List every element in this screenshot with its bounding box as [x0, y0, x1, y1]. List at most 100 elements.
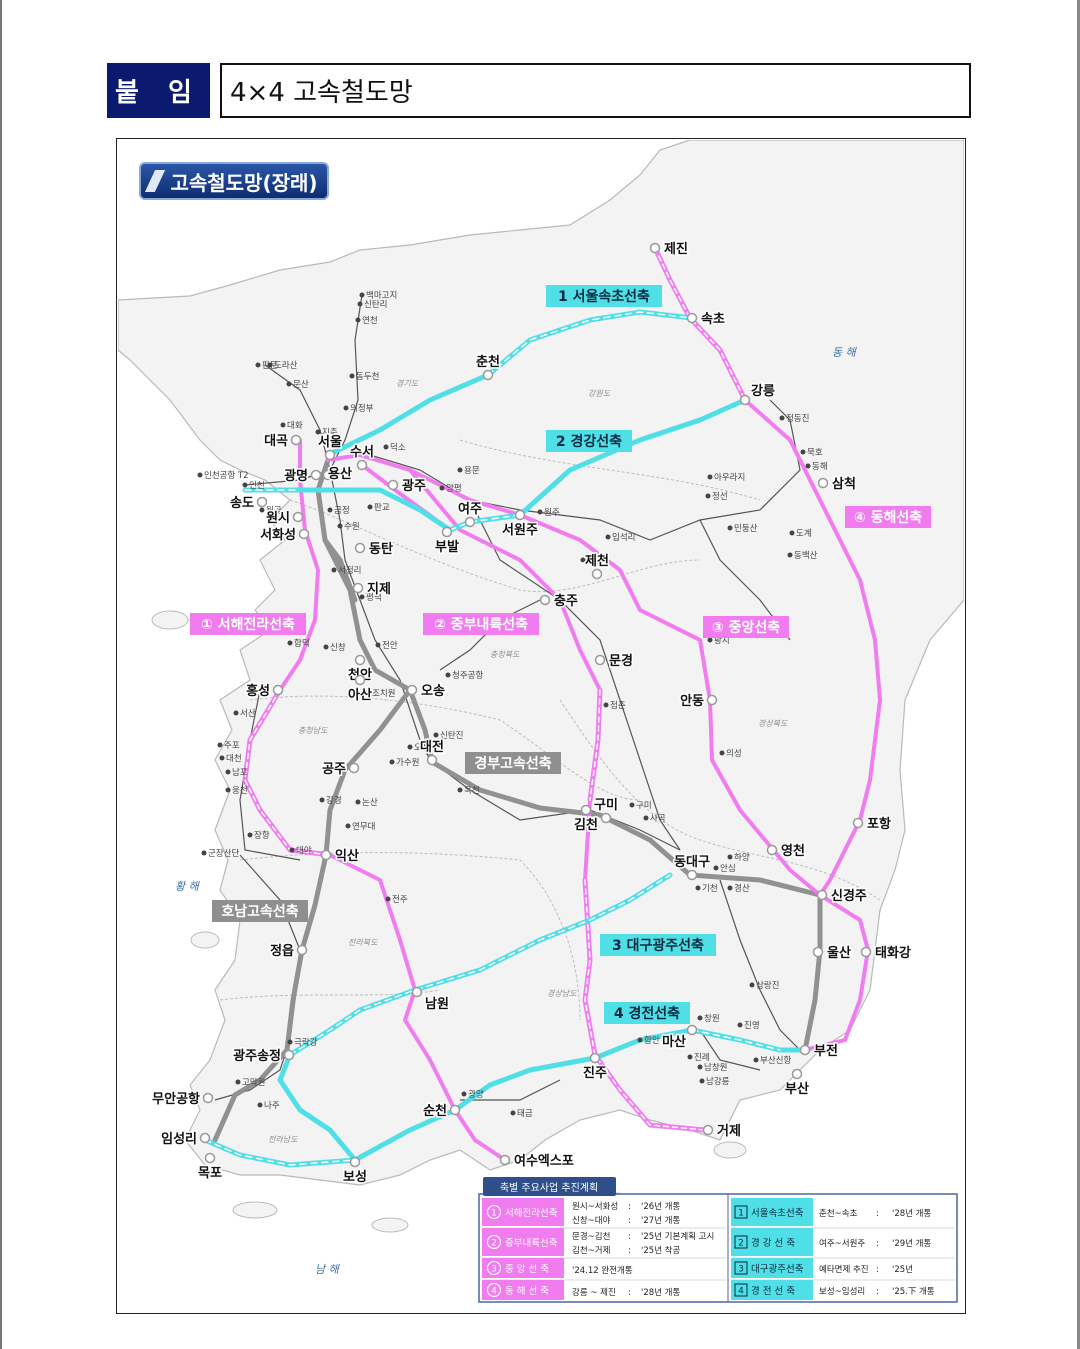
minor-station-dot [697, 1015, 703, 1021]
minor-station-label: 삼랑진 [756, 980, 779, 991]
slash-icon [145, 170, 166, 192]
major-station-marker [356, 459, 368, 471]
major-station-marker [199, 1132, 211, 1144]
major-station-marker [348, 762, 360, 774]
major-station-label: 홍성 [246, 683, 270, 699]
major-station-label: 서화성 [260, 527, 296, 543]
minor-station-label: 경산 [734, 883, 750, 894]
minor-station-dot [637, 1037, 643, 1043]
minor-station-dot [407, 744, 413, 750]
minor-station-label: 황지 [714, 635, 730, 646]
minor-station-dot [359, 292, 365, 298]
minor-station-dot [727, 525, 733, 531]
major-station-label: 여수엑스포 [514, 1153, 574, 1169]
minor-station-dot [287, 1039, 293, 1045]
minor-station-dot [385, 896, 391, 902]
minor-station-label: 의성 [726, 748, 742, 759]
major-station-marker [272, 684, 284, 696]
line-label-jungbu_naeryuk: ② 중부내륙선축 [434, 617, 528, 633]
minor-station-label: 조치원 [372, 689, 395, 699]
legend-colon: : [628, 1232, 631, 1242]
minor-station-label: 입석리 [612, 532, 635, 543]
legend-axis-name: 서울속초선축 [751, 1208, 804, 1219]
major-station-label: 임성리 [161, 1131, 197, 1147]
line-label-gyeongjeon: 4 경전선축 [614, 1005, 680, 1022]
minor-station-label: 서산 [240, 708, 256, 719]
minor-station-label: 정선 [712, 491, 728, 502]
legend-num: 1 [491, 1209, 497, 1219]
legend-plan: '25.下 개통 [892, 1286, 935, 1297]
minor-station-dot [707, 474, 713, 480]
legend-route: 신창~대야 [572, 1215, 611, 1226]
minor-station-label: 전주 [392, 894, 408, 905]
minor-station-label: 신창 [330, 643, 346, 653]
major-station-label: 신경주 [831, 888, 867, 904]
honam-line [212, 687, 413, 1143]
line-label-honam: 호남고속선축 [221, 903, 298, 920]
major-station-marker [298, 528, 310, 540]
major-station-marker [812, 946, 824, 958]
minor-station-label: 동두천 [356, 371, 379, 382]
minor-station-label: 아우라지 [714, 472, 745, 483]
major-station-marker [852, 817, 864, 829]
minor-station-label: 태금 [517, 1109, 533, 1119]
minor-station-dot [727, 885, 733, 891]
major-station-label: 서원주 [502, 523, 538, 538]
major-station-label: 울산 [827, 945, 851, 961]
major-station-marker [600, 812, 612, 824]
minor-station-label: 안심 [720, 863, 736, 874]
major-station-marker [352, 582, 364, 594]
major-station-label: 목포 [198, 1166, 222, 1181]
minor-station-dot [695, 885, 701, 891]
major-station-marker [290, 434, 302, 446]
minor-station-label: 남강릉 [706, 1076, 730, 1087]
minor-station-label: 판교 [374, 503, 390, 513]
legend-route: '24.12 완전개통 [572, 1265, 633, 1276]
major-station-label: 영천 [781, 844, 805, 859]
minor-station-dot [359, 594, 365, 600]
minor-station-label: 신탄리 [364, 299, 387, 310]
minor-station-dot [749, 982, 755, 988]
major-station-label: 마산 [662, 1034, 686, 1050]
major-station-marker [816, 889, 828, 901]
minor-station-dot [225, 787, 231, 793]
legend-num-circle [486, 1282, 502, 1298]
major-station-label: 춘천 [476, 355, 500, 370]
line-label-gyeongbu: 경부고속선축 [474, 755, 551, 772]
legend-colon: : [628, 1288, 631, 1298]
minor-station-dot [337, 523, 343, 529]
major-station-label: 구미 [594, 797, 618, 813]
minor-station-label: 동해 [812, 462, 828, 472]
legend-plan: '29년 개통 [892, 1238, 931, 1249]
legend-num: 1 [738, 1209, 744, 1219]
legend-num-box [734, 1283, 748, 1297]
map-title: 고속철도망(장래) [170, 170, 318, 195]
province-label: 충청북도 [490, 650, 520, 659]
major-station-marker [354, 654, 366, 666]
minor-station-label: 신탄진 [440, 730, 463, 741]
major-station-label: 안동 [680, 693, 704, 709]
major-station-label: 무안공항 [152, 1091, 200, 1107]
minor-station-dot [705, 493, 711, 499]
legend-axis-tag [731, 1258, 813, 1278]
legend-num: 4 [491, 1287, 497, 1297]
land-mass [118, 140, 964, 1186]
major-station-marker [204, 1152, 216, 1164]
legend-colon: : [876, 1287, 879, 1297]
minor-station-dot [289, 847, 295, 853]
legend-axis-name: 대구광주선축 [751, 1263, 804, 1275]
legend-axis-tag [482, 1228, 564, 1256]
line-label-bg [212, 900, 308, 922]
major-station-label: 태화강 [875, 945, 911, 961]
major-station-marker [406, 684, 418, 696]
legend-plan: '28년 개통 [641, 1287, 680, 1298]
minor-station-label: 대화 [287, 421, 303, 431]
major-station-marker [322, 469, 334, 481]
province-label: 전라남도 [268, 1135, 298, 1144]
major-station-label: 지제 [367, 582, 391, 597]
major-station-marker [349, 1156, 361, 1168]
major-station-label: 진주 [583, 1065, 607, 1081]
minor-station-dot [255, 362, 261, 368]
minor-station-label: 진례 [694, 1052, 710, 1063]
minor-station-dot [367, 504, 373, 510]
